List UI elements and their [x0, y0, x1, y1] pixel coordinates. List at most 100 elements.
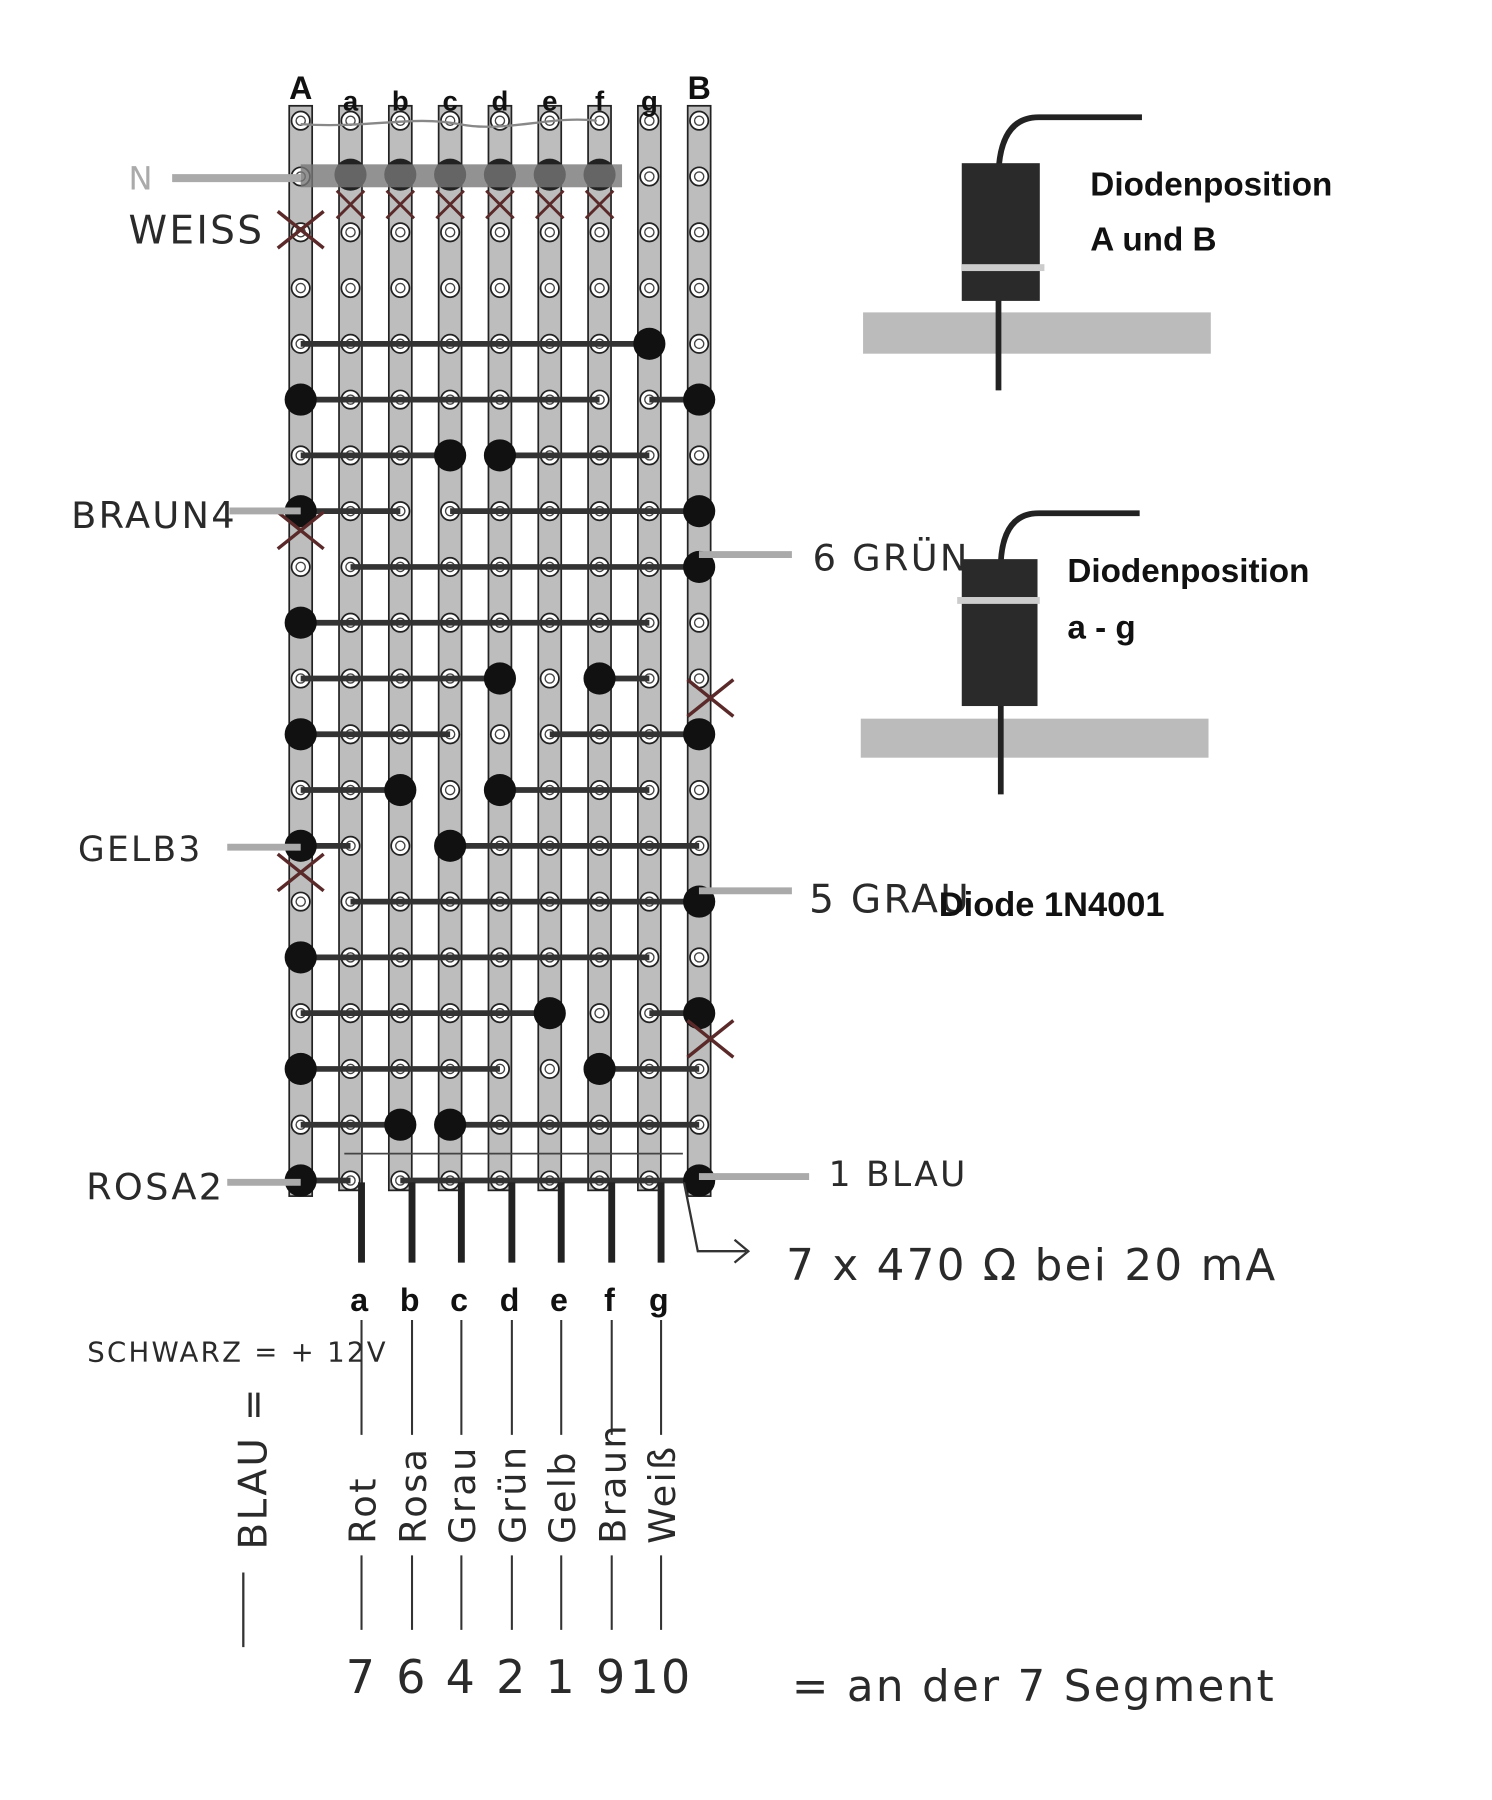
- diode-cathode-band: [961, 264, 1045, 272]
- diode-link: [649, 997, 716, 1030]
- cross-mark: [276, 510, 325, 551]
- diode-dot: [284, 606, 317, 639]
- diode-dot: [583, 662, 616, 695]
- diode-dot: [483, 439, 517, 472]
- diode-type-label: Diode 1N4001: [939, 886, 1165, 924]
- column-label-B: B: [688, 70, 711, 106]
- hole: [440, 278, 461, 299]
- hole: [290, 556, 311, 577]
- hole: [489, 222, 510, 243]
- cross-mark: [335, 189, 366, 220]
- diode-dot: [483, 773, 517, 807]
- strip-a: [338, 104, 363, 1192]
- hole: [440, 110, 461, 131]
- diode-dot: [633, 327, 666, 360]
- hole: [440, 222, 461, 243]
- hole: [689, 110, 710, 131]
- hole: [290, 278, 311, 299]
- hole: [290, 110, 311, 131]
- legend-ab-sub: A und B: [1090, 221, 1216, 258]
- cross-mark: [534, 189, 565, 220]
- hole: [689, 612, 710, 633]
- hole: [639, 166, 660, 187]
- strip-sample: [860, 718, 1209, 758]
- diode-dot: [284, 383, 317, 416]
- legend-ag-sub: a - g: [1067, 609, 1135, 646]
- diode-dot: [683, 997, 716, 1030]
- segment-pin: 2: [496, 1650, 528, 1704]
- hole: [689, 222, 710, 243]
- column-label-f: f: [595, 85, 605, 116]
- segment-label: c: [450, 1282, 468, 1318]
- arrow-resistors: [682, 1182, 751, 1264]
- segment-pin: 6: [396, 1650, 428, 1704]
- diode-cathode-band: [957, 597, 1040, 604]
- wire-color-label: Rot: [341, 1476, 384, 1544]
- diode-dot: [434, 829, 467, 862]
- segment-outputs: aRot7bRosa6cGrau4dGrün2eGelb1fBraun9gWei…: [341, 1182, 690, 1704]
- wire-color-label: Braun: [591, 1423, 634, 1544]
- strip-A: [288, 104, 314, 1197]
- wire-color-label: Gelb: [541, 1450, 584, 1544]
- diode-link: [583, 1052, 700, 1086]
- segment-pin: 4: [446, 1650, 478, 1704]
- cross-mark: [276, 210, 325, 250]
- column-label-b: b: [392, 85, 409, 116]
- wire-color-label: Grau: [441, 1445, 484, 1544]
- diode-link: [400, 1164, 716, 1197]
- cross-mark: [686, 678, 735, 718]
- label-schwarz-12v: SCHWARZ = + 12V: [87, 1336, 388, 1368]
- wire-color-label: Rosa: [392, 1447, 435, 1544]
- diode-dot: [284, 941, 317, 974]
- legend-ab-title: Diodenposition: [1090, 166, 1332, 203]
- label-grau: 5 GRAU: [809, 878, 971, 923]
- label-blau: 1 BLAU: [829, 1155, 968, 1195]
- cross-mark: [584, 189, 615, 220]
- diode-dot: [683, 1164, 716, 1197]
- hole: [689, 166, 710, 187]
- diode-body-icon: [961, 559, 1038, 707]
- hole: [539, 1058, 560, 1079]
- diode-link: [549, 718, 716, 751]
- hole: [689, 278, 710, 299]
- hole: [689, 947, 710, 968]
- hole: [440, 780, 461, 801]
- label-braun: BRAUN4: [71, 494, 237, 537]
- segment-label: e: [550, 1282, 568, 1318]
- wire-color-label: Weiß: [641, 1445, 684, 1544]
- hole: [589, 278, 610, 299]
- diode-dot: [683, 550, 716, 584]
- diode-dot: [434, 439, 467, 472]
- legend-ag-title: Diodenposition: [1067, 553, 1309, 590]
- n-bus-bar: [300, 164, 623, 188]
- label-gelb: GELB3: [78, 830, 203, 870]
- hole: [489, 278, 510, 299]
- segment-label: d: [500, 1282, 520, 1318]
- diode-link: [300, 773, 417, 807]
- hole: [290, 891, 311, 912]
- label-segment: = an der 7 Segment: [792, 1662, 1276, 1712]
- diode-link: [300, 439, 467, 472]
- cross-mark: [485, 189, 515, 220]
- column-label-A: A: [289, 70, 312, 106]
- segment-label: a: [350, 1282, 369, 1318]
- diode-link: [300, 327, 666, 360]
- diode-dot: [384, 773, 417, 807]
- diode-dot: [683, 495, 716, 528]
- diode-dot: [483, 662, 517, 695]
- hole: [539, 278, 560, 299]
- diode-dot: [284, 718, 317, 751]
- segment-label: f: [604, 1282, 615, 1318]
- diode-link: [649, 383, 716, 416]
- copper-strips: [288, 104, 712, 1197]
- diode-dot: [384, 1108, 417, 1141]
- diode-link: [300, 1108, 417, 1141]
- hole: [539, 222, 560, 243]
- segment-label: g: [649, 1282, 669, 1318]
